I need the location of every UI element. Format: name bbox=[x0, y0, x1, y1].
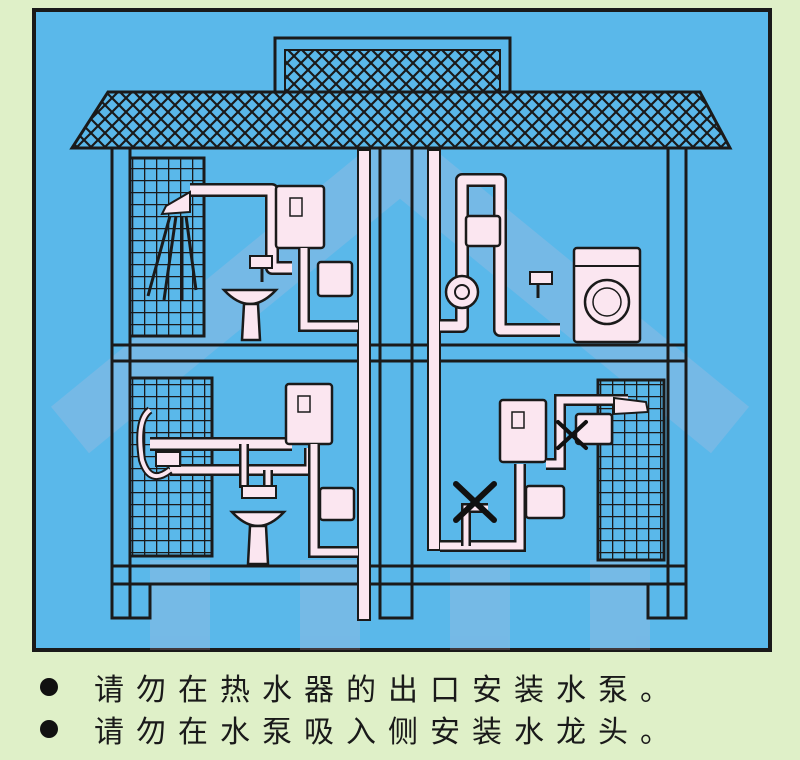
rooftop-tank-panel bbox=[284, 49, 501, 93]
room-top-right bbox=[440, 173, 642, 344]
water-heater-icon bbox=[274, 184, 326, 250]
warning-note: 请勿在水泵吸入侧安装水龙头。 bbox=[30, 708, 780, 750]
bullet-icon bbox=[40, 678, 58, 696]
faucet-icon bbox=[249, 255, 273, 269]
water-heater-icon bbox=[284, 382, 334, 446]
shower-spray-icon bbox=[146, 215, 198, 301]
pump-round-icon bbox=[444, 274, 480, 310]
faucet-icon bbox=[529, 271, 553, 285]
forbidden-cross-icon bbox=[556, 420, 588, 450]
warning-note-text: 请勿在热水器的出口安装水泵。 bbox=[94, 673, 682, 708]
shower-head-icon bbox=[613, 396, 650, 416]
bullet-icon bbox=[40, 720, 58, 738]
forbidden-cross-icon bbox=[453, 481, 497, 523]
house-frame bbox=[110, 146, 688, 620]
warning-notes: 请勿在热水器的出口安装水泵。 请勿在水泵吸入侧安装水龙头。 bbox=[30, 666, 780, 750]
house-diagram bbox=[32, 8, 772, 652]
water-heater-icon bbox=[498, 398, 548, 464]
roof bbox=[69, 90, 733, 150]
room-bottom-right bbox=[440, 394, 650, 552]
pump-icon bbox=[316, 260, 354, 298]
valve-block-icon bbox=[241, 485, 277, 499]
pump-icon bbox=[318, 486, 356, 522]
riser-pipe-left bbox=[357, 149, 371, 621]
shower-head-icon bbox=[160, 190, 191, 216]
riser-pipe-right bbox=[427, 149, 441, 551]
pump-icon bbox=[524, 484, 566, 520]
washing-machine-icon bbox=[572, 246, 642, 344]
pump-icon bbox=[464, 214, 502, 248]
mixer-valve-icon bbox=[155, 451, 181, 467]
room-bottom-left bbox=[136, 382, 358, 566]
warning-note: 请勿在热水器的出口安装水泵。 bbox=[30, 666, 780, 708]
warning-note-text: 请勿在水泵吸入侧安装水龙头。 bbox=[94, 715, 682, 750]
shower-hose-icon bbox=[138, 408, 172, 479]
room-top-left bbox=[146, 183, 358, 342]
